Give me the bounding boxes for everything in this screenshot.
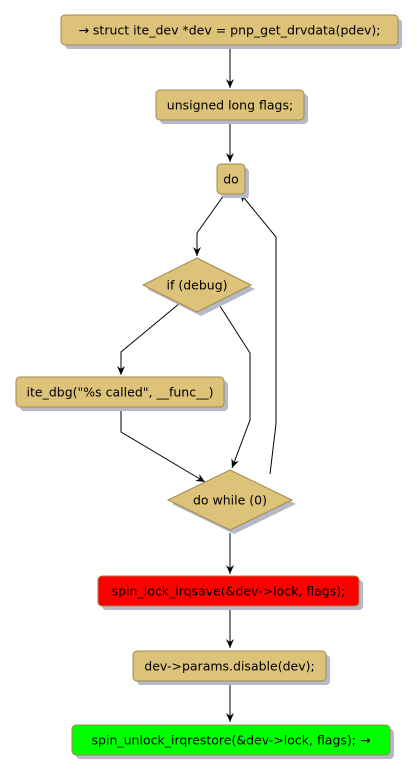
node-flags-decl-label: unsigned long flags; bbox=[167, 98, 293, 113]
node-debug-call-label: ite_dbg("%s called", __func__) bbox=[27, 385, 214, 400]
edge-if-to-debug-call bbox=[117, 302, 181, 375]
node-spin-lock-label: spin_lock_irqsave(&dev->lock, flags); bbox=[112, 584, 346, 599]
node-do-start: do bbox=[216, 163, 249, 198]
edges bbox=[117, 45, 277, 722]
node-disable-call: dev->params.disable(dev); bbox=[132, 650, 330, 685]
edge-debug-call-to-do-while bbox=[120, 407, 206, 483]
node-if-debug: if (debug) bbox=[141, 257, 255, 316]
node-entry: → struct ite_dev *dev = pnp_get_drvdata(… bbox=[60, 14, 402, 49]
node-debug-call: ite_dbg("%s called", __func__) bbox=[15, 376, 228, 411]
node-spin-unlock: spin_unlock_irqrestore(&dev->lock, flags… bbox=[71, 724, 394, 759]
node-spin-unlock-label: spin_unlock_irqrestore(&dev->lock, flags… bbox=[92, 733, 371, 748]
node-do-while-label: do while (0) bbox=[193, 493, 267, 508]
node-do-while: do while (0) bbox=[166, 469, 296, 534]
node-if-debug-label: if (debug) bbox=[166, 278, 227, 293]
node-spin-lock: spin_lock_irqsave(&dev->lock, flags); bbox=[97, 575, 363, 610]
node-do-start-label: do bbox=[223, 172, 239, 187]
edge-do-to-if bbox=[193, 194, 225, 256]
edge-if-to-do-while bbox=[217, 302, 251, 469]
node-flags-decl: unsigned long flags; bbox=[155, 89, 308, 124]
node-entry-label: → struct ite_dev *dev = pnp_get_drvdata(… bbox=[78, 23, 380, 38]
edge-loop-back-to-do bbox=[239, 192, 277, 475]
node-disable-call-label: dev->params.disable(dev); bbox=[144, 659, 314, 674]
